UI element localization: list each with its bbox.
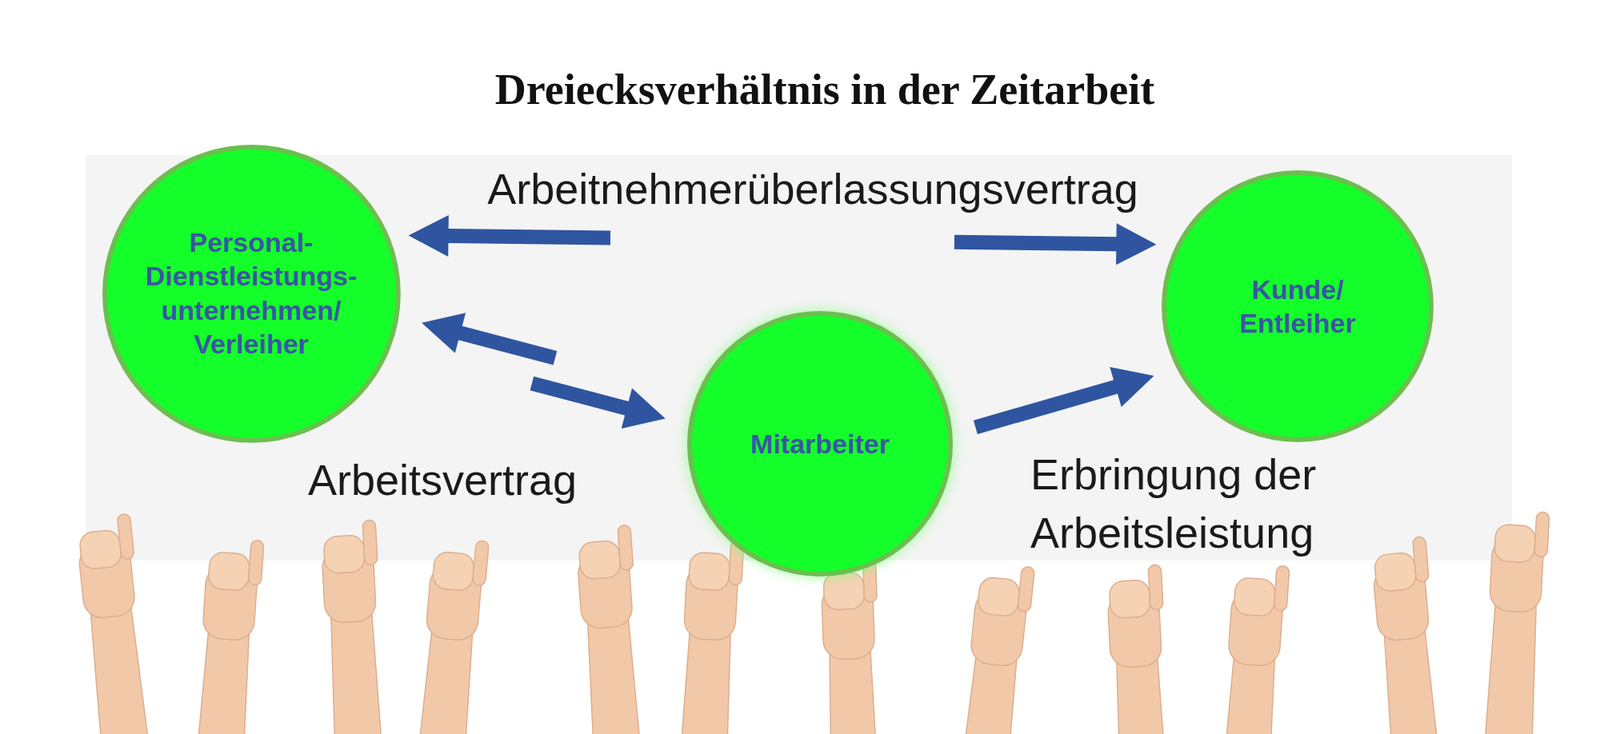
hand-illustration	[575, 525, 651, 734]
circle-outline	[102, 144, 401, 444]
circle-node: Personal- Dienstleistungs- unternehmen/ …	[102, 144, 401, 444]
circle-shape	[104, 147, 399, 441]
hand-illustration	[1105, 564, 1176, 734]
circle-shape	[1164, 172, 1432, 440]
hand-illustration	[408, 536, 489, 734]
circle-node: Kunde/ Entleiher	[1161, 170, 1434, 443]
circle-node: Mitarbeiter	[687, 311, 953, 577]
hand-illustration	[75, 513, 160, 734]
hand-illustration	[320, 520, 391, 734]
edge-label: Erbringung der Arbeitsleistung	[1030, 445, 1383, 563]
node-label: Personal- Dienstleistungs- unternehmen/ …	[131, 225, 372, 362]
block-arrow	[973, 367, 1155, 435]
hand-illustration	[820, 557, 885, 734]
node-label: Kunde/ Entleiher	[1213, 272, 1382, 341]
block-arrow	[408, 215, 1157, 265]
hand-illustration	[673, 537, 744, 734]
diagram-title: Dreiecksverhältnis in der Zeitarbeit	[495, 64, 1155, 115]
node-label: Mitarbeiter	[750, 427, 890, 462]
circle-outline	[1161, 170, 1434, 443]
block-arrow	[421, 312, 666, 429]
hand-illustration	[1214, 563, 1290, 734]
hand-illustration	[1370, 536, 1451, 734]
hand-illustration	[188, 537, 264, 734]
edge-label: Arbeitsvertrag	[308, 451, 577, 510]
circle-shape	[689, 313, 951, 575]
edge-label: Arbeitnehmerüberlassungsvertrag	[487, 160, 1138, 219]
hand-illustration	[1479, 509, 1550, 734]
hand-illustration	[950, 562, 1036, 734]
